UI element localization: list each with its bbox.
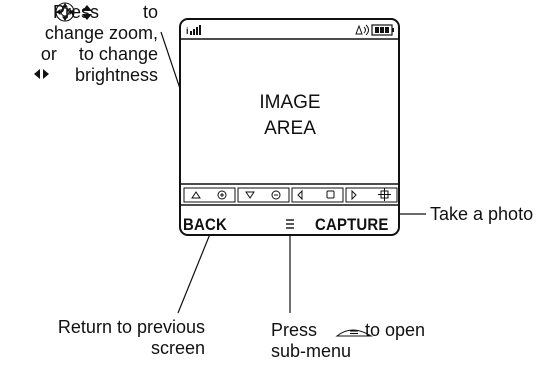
brightness-up-control bbox=[345, 187, 398, 203]
image-area-line1: IMAGE bbox=[259, 92, 321, 113]
image-area-label: IMAGE AREA bbox=[255, 90, 325, 142]
return-callout-line2: screen bbox=[150, 338, 205, 358]
zoom-in-control bbox=[183, 187, 236, 203]
svg-text:i: i bbox=[186, 26, 189, 36]
battery-icon bbox=[371, 24, 394, 36]
ringer-icon bbox=[355, 24, 369, 36]
signal-strength-icon: i bbox=[186, 25, 201, 36]
brightness-down-control bbox=[291, 187, 344, 203]
menu-icon bbox=[286, 219, 294, 229]
take-photo-callout: Take a photo bbox=[430, 204, 534, 224]
zoom-out-control bbox=[237, 187, 290, 203]
left-right-arrows-icon bbox=[34, 69, 49, 79]
zoom-callout-line4: brightness bbox=[74, 65, 158, 85]
menu-key-icon bbox=[335, 329, 373, 337]
capture-softkey[interactable]: CAPTURE bbox=[315, 215, 389, 234]
return-callout-line1: Return to previous bbox=[57, 317, 205, 337]
submenu-callout-line2: sub-menu bbox=[271, 341, 352, 361]
zoom-callout-line2: change zoom, bbox=[44, 23, 158, 43]
return-callout: Return to previous screen bbox=[58, 317, 205, 359]
navigation-key-icon bbox=[55, 2, 75, 22]
image-area-line2: AREA bbox=[264, 118, 316, 139]
up-down-arrows-icon bbox=[82, 5, 92, 20]
back-softkey[interactable]: BACK bbox=[183, 215, 227, 234]
return-leader-line bbox=[177, 233, 211, 314]
